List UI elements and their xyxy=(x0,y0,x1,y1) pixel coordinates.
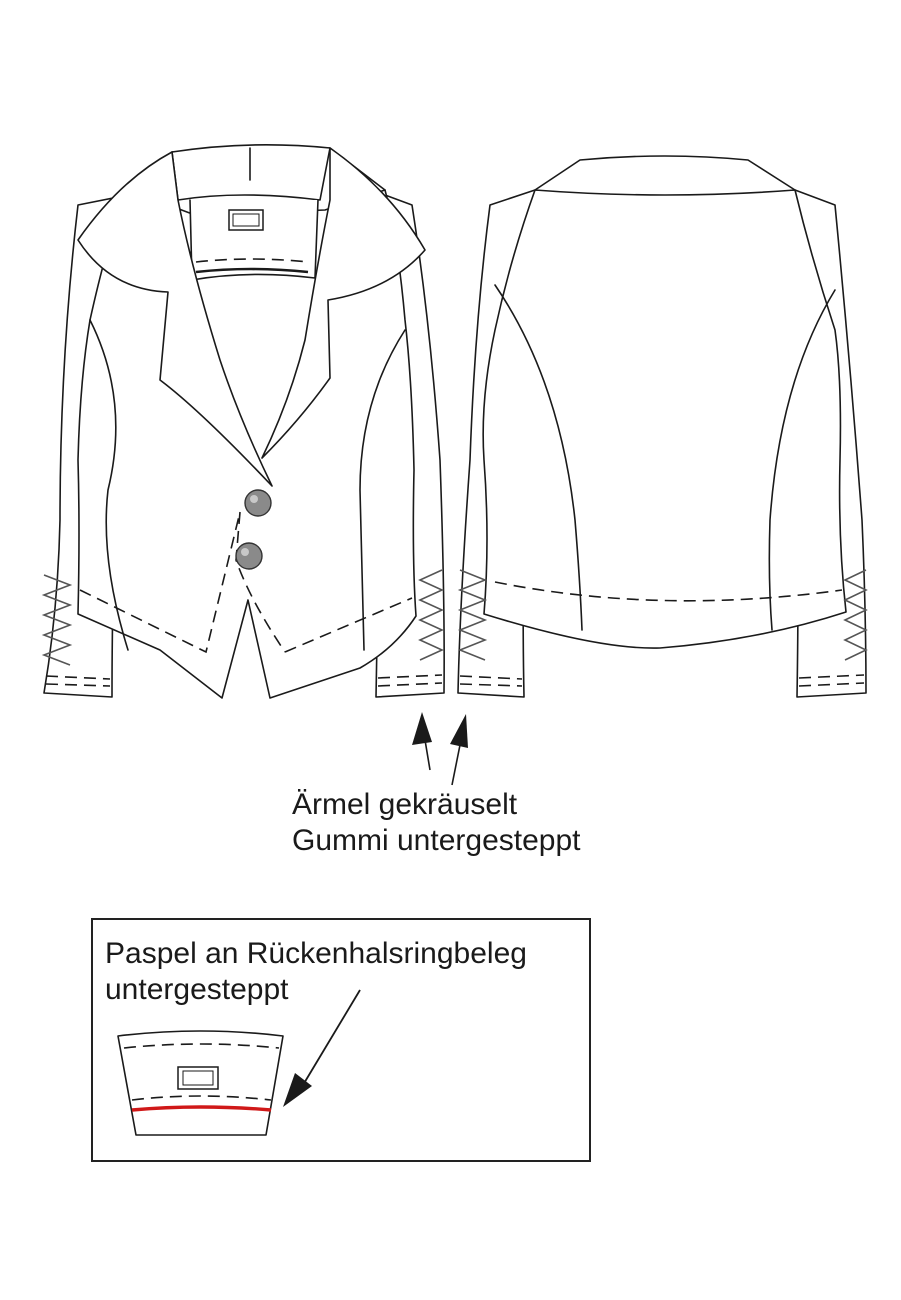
detail-box xyxy=(91,918,591,1162)
button-lower xyxy=(235,542,263,570)
back-body xyxy=(482,189,847,649)
piping-detail xyxy=(117,989,361,1136)
sleeve-gather-back-right xyxy=(843,569,868,661)
button-upper xyxy=(244,489,272,517)
sleeve-annotation-line2: Gummi untergesteppt xyxy=(292,824,581,857)
arrow-icon xyxy=(412,712,468,786)
front-right-lapel xyxy=(261,147,426,459)
front-left-lapel xyxy=(77,151,273,487)
brand-label-icon xyxy=(228,209,264,231)
back-neck-facing-view xyxy=(171,144,331,201)
sleeve-gather-back-left xyxy=(457,569,488,661)
piping-annotation-line2: untergesteppt xyxy=(105,973,289,1006)
piping-annotation-line1: Paspel an Rückenhalsringbeleg xyxy=(105,937,527,970)
sleeve-annotation: Ärmel gekräuselt Gummi untergesteppt xyxy=(292,787,580,859)
piping-line xyxy=(131,1105,272,1112)
sleeve-gather-front-right xyxy=(418,569,444,661)
sleeve-gather-front-left xyxy=(41,574,73,666)
piping-annotation: Paspel an Rückenhalsringbeleg untergeste… xyxy=(105,936,527,1008)
jacket-back xyxy=(457,155,868,698)
sleeve-annotation-line1: Ärmel gekräuselt xyxy=(292,788,518,821)
back-collar xyxy=(534,155,796,196)
arrow-icon xyxy=(283,989,361,1107)
jacket-front xyxy=(41,144,445,699)
brand-label-icon xyxy=(177,1066,219,1090)
